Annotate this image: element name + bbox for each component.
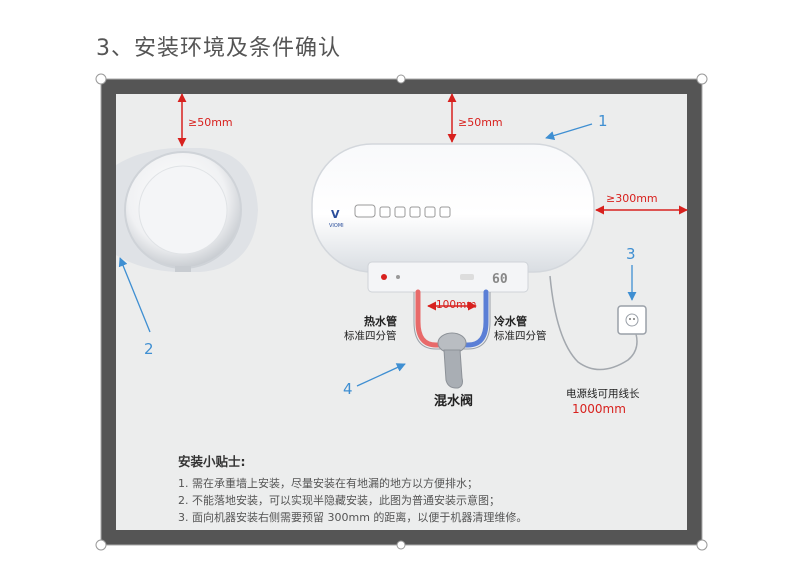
- clear-side-label: ≥300mm: [606, 192, 658, 205]
- pipes: [415, 289, 489, 348]
- panel-buttons: [354, 204, 451, 218]
- callout-4: 4: [343, 380, 353, 398]
- callout-arrow-1: [545, 123, 593, 140]
- pipes-outline: [413, 292, 491, 350]
- callout-arrow-2: [118, 257, 151, 333]
- frame-notches: [95, 73, 708, 551]
- hot-pipe: [415, 289, 448, 348]
- cold-pipe: [456, 289, 489, 348]
- clear-top-right-label: ≥50mm: [458, 116, 503, 129]
- installation-tips: 安装小贴士: 1. 需在承重墙上安装，尽量安装在有地漏的地方以方便排水； 2. …: [178, 453, 658, 526]
- tip-item: 2. 不能落地安装，可以实现半隐藏安装，此图为普通安装示意图；: [178, 494, 500, 507]
- tips-title: 安装小贴士:: [178, 454, 246, 469]
- temperature-display: 60: [492, 272, 508, 287]
- mixer-label: 混水阀: [434, 394, 474, 409]
- tip-item: 1. 需在承重墙上安装，尽量安装在有地漏的地方以方便排水；: [178, 477, 478, 490]
- brand-name: VIOMI: [329, 223, 344, 229]
- brand-logo: V: [331, 208, 340, 221]
- pipe-gap-label: 100mm: [436, 299, 477, 311]
- cold-pipe-std-label: 标准四分管: [494, 330, 547, 342]
- hot-pipe-std-label: 标准四分管: [344, 330, 397, 342]
- tip-item: 3. 面向机器安装右侧需要预留 300mm 的距离，以便于机器清理维修。: [178, 511, 528, 524]
- mixer-valve: [437, 332, 467, 389]
- hot-pipe-label: 热水管: [364, 315, 397, 328]
- callout-3: 3: [626, 245, 636, 263]
- power-led-icon: [381, 274, 387, 280]
- water-heater-tank: [311, 143, 595, 293]
- page-title: 3、安装环境及条件确认: [96, 36, 341, 61]
- clear-top-left-label: ≥50mm: [188, 116, 233, 129]
- callout-1: 1: [598, 112, 608, 130]
- cold-pipe-label: 冷水管: [494, 315, 527, 328]
- callout-2: 2: [144, 340, 154, 358]
- power-cable: [549, 275, 638, 371]
- power-outlet: [617, 305, 647, 335]
- callout-arrow-4: [356, 363, 406, 387]
- cable-length-value: 1000mm: [572, 402, 626, 416]
- side-view-heater: [116, 148, 258, 272]
- cable-length-title: 电源线可用线长: [566, 388, 640, 400]
